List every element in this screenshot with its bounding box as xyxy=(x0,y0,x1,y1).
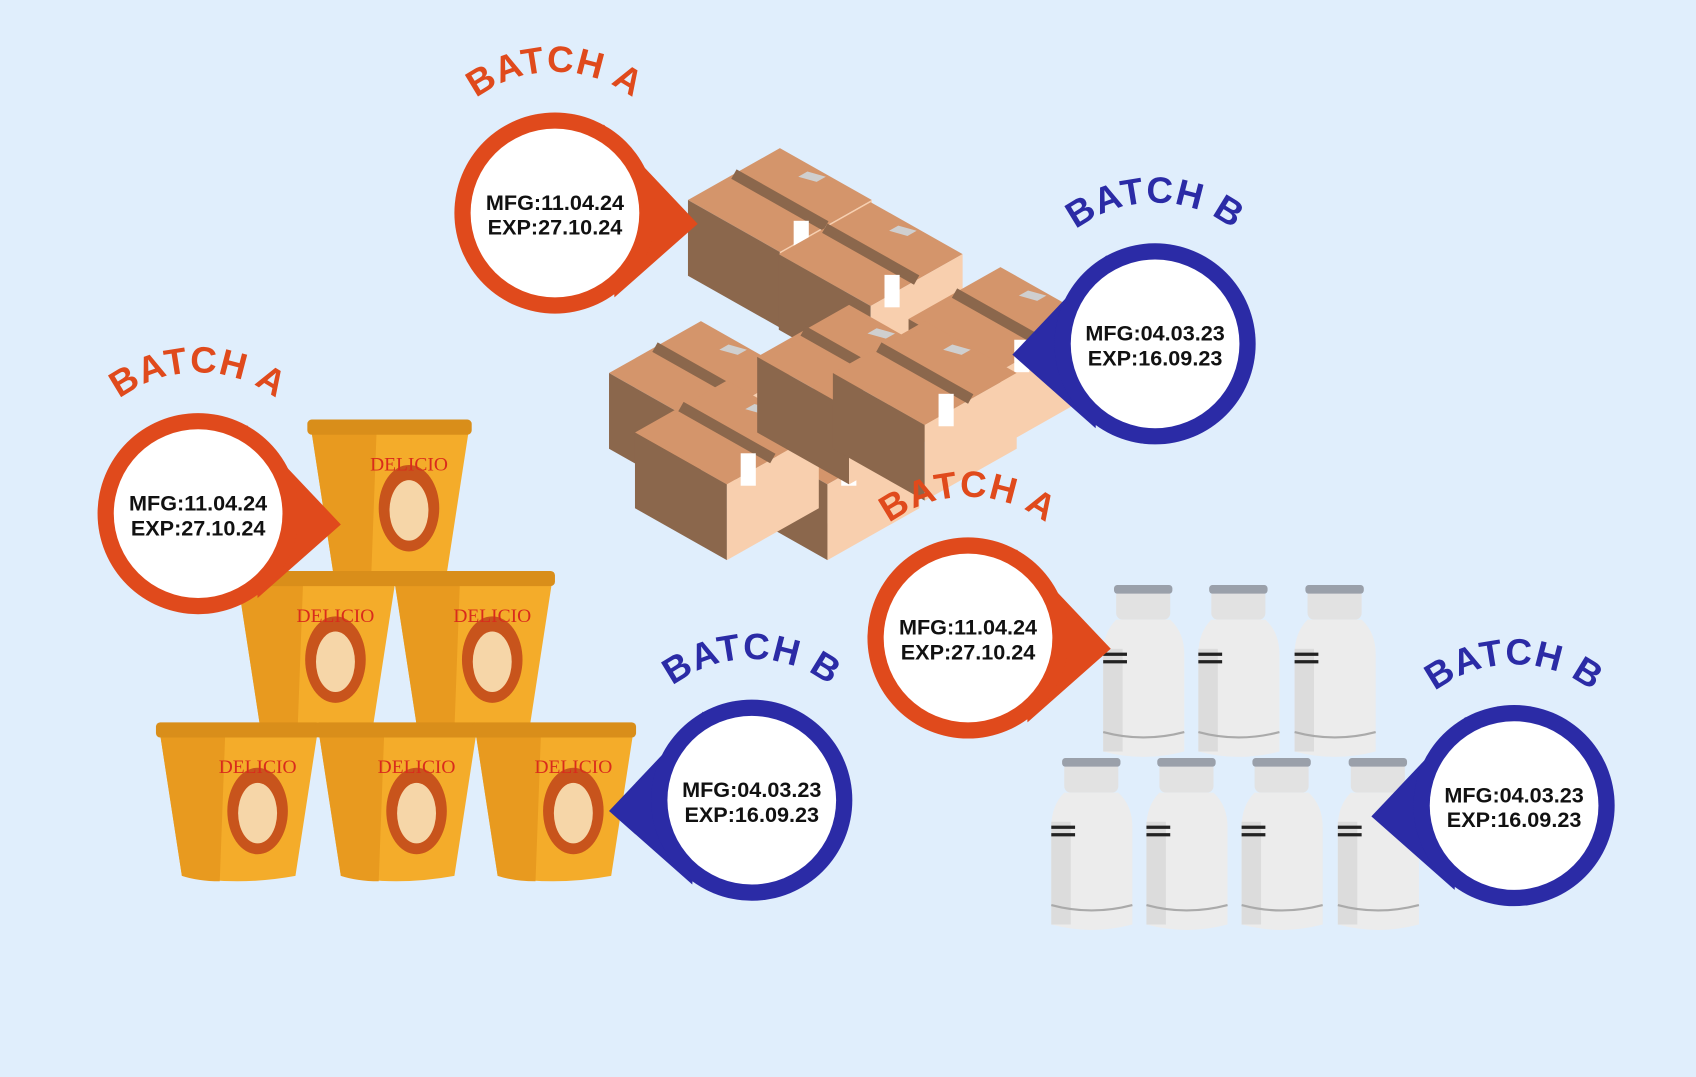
exp-date: EXP:16.09.23 xyxy=(1088,345,1223,370)
products: DELICIO DELICIO DELICIO DELICIO DELICIO DELIC… xyxy=(155,148,1420,930)
noodle-cup: DELICIO xyxy=(307,419,472,579)
cup-brand: DELICIO xyxy=(453,606,531,627)
exp-date: EXP:27.10.24 xyxy=(488,215,623,240)
noodle-cup: DELICIO xyxy=(390,570,555,730)
cup-brand: DELICIO xyxy=(219,757,297,778)
mfg-date: MFG:04.03.23 xyxy=(1085,321,1224,346)
noodle-cup: DELICIO xyxy=(233,570,399,730)
noodle-cup: DELICIO xyxy=(314,722,480,882)
exp-date: EXP:16.09.23 xyxy=(684,802,819,827)
mfg-date: MFG:04.03.23 xyxy=(1444,782,1583,807)
bottle xyxy=(1337,758,1420,930)
exp-date: EXP:27.10.24 xyxy=(901,640,1036,665)
bottle xyxy=(1051,758,1133,930)
cup-brand: DELICIO xyxy=(297,606,375,627)
mfg-date: MFG:11.04.24 xyxy=(486,190,624,215)
noodle-cup: DELICIO xyxy=(155,722,321,882)
bottle xyxy=(1241,758,1323,930)
bottle xyxy=(1102,584,1185,757)
noodle-cup: DELICIO xyxy=(471,722,637,882)
bottle xyxy=(1294,584,1376,757)
bottle xyxy=(1198,584,1280,757)
bottle xyxy=(1146,758,1228,930)
cup-brand: DELICIO xyxy=(534,757,612,778)
exp-date: EXP:27.10.24 xyxy=(131,515,266,540)
mfg-date: MFG:11.04.24 xyxy=(129,490,267,515)
exp-date: EXP:16.09.23 xyxy=(1447,807,1582,832)
mfg-date: MFG:04.03.23 xyxy=(682,777,821,802)
cup-brand: DELICIO xyxy=(370,454,448,475)
cup-brand: DELICIO xyxy=(378,757,456,778)
mfg-date: MFG:11.04.24 xyxy=(899,615,1037,640)
